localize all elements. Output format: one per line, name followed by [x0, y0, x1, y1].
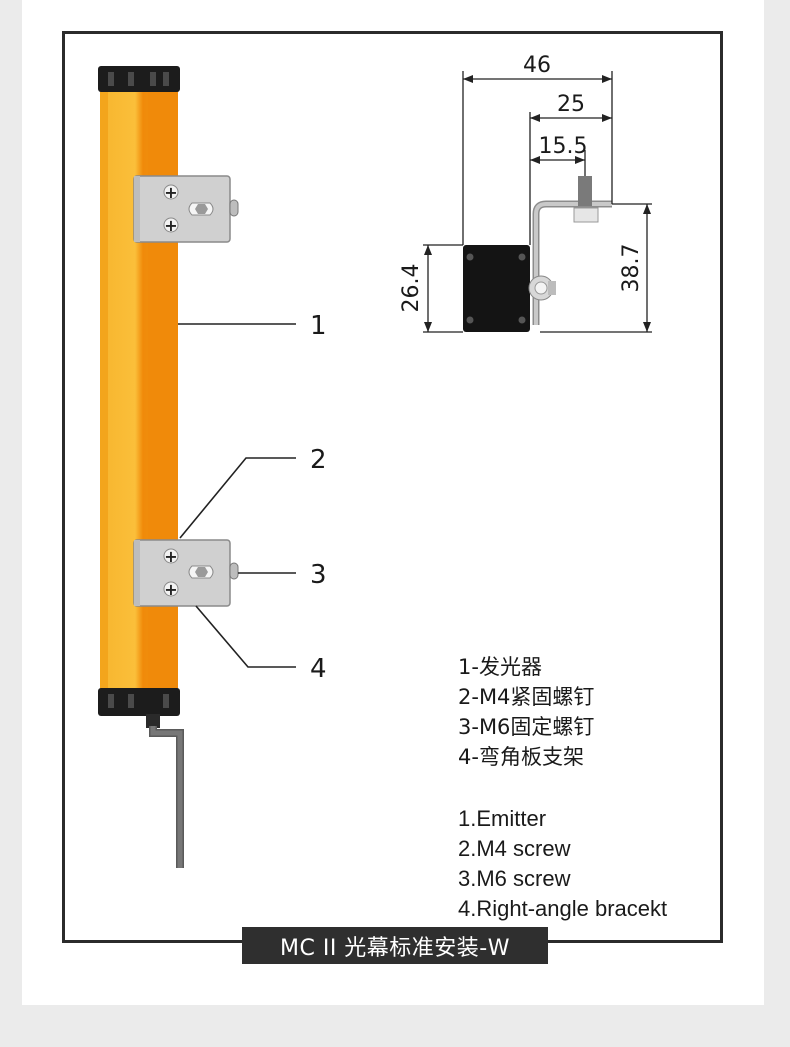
callout-leaders — [178, 323, 296, 668]
section-screw-icon — [466, 253, 474, 261]
callout-2: 2 — [310, 445, 327, 475]
legend-zh-item: 1-发光器 — [458, 655, 542, 679]
arrow — [602, 114, 612, 122]
m6-nut-icon — [195, 204, 208, 214]
m4-screw-icon — [163, 217, 179, 233]
section-screw-icon — [518, 253, 526, 261]
screw-cross: + — [164, 183, 177, 202]
screw-cross: + — [164, 216, 177, 235]
emitter-section — [463, 245, 530, 332]
m4-screw-icon — [163, 548, 179, 564]
dimension-arrows — [424, 75, 651, 332]
legend-en-item: 1.Emitter — [458, 806, 547, 831]
arrow — [424, 245, 432, 255]
bracket-top: + + — [133, 175, 239, 243]
arrow — [602, 75, 612, 83]
m6-side-screw-tip — [548, 281, 556, 295]
cap-slot — [150, 72, 156, 86]
nut-icon — [573, 207, 599, 223]
cap-slot — [163, 694, 169, 708]
cap-slot — [128, 72, 134, 86]
arrow — [643, 322, 651, 332]
legend-zh: 1-发光器 2-M4紧固螺钉 3-M6固定螺钉 4-弯角板支架 — [458, 652, 667, 772]
cap-slot — [108, 72, 114, 86]
dim-label-26-4: 26.4 — [399, 264, 424, 313]
cap-slot — [128, 694, 134, 708]
callout-3: 3 — [310, 560, 327, 590]
leader-2 — [179, 457, 296, 539]
caption-banner: MC II 光幕标准安装-W — [242, 927, 548, 964]
dim-label-25: 25 — [557, 92, 585, 117]
bracket-profile-highlight — [534, 202, 612, 325]
cable-highlight — [150, 726, 183, 868]
arrow — [643, 204, 651, 214]
arrow — [575, 156, 585, 164]
section-screw-icon — [466, 316, 474, 324]
section-screw-icon — [518, 316, 526, 324]
top-view-detail — [463, 176, 612, 332]
legend: 1-发光器 2-M4紧固螺钉 3-M6固定螺钉 4-弯角板支架 1.Emitte… — [458, 652, 667, 924]
emitter-bottom-cap — [98, 688, 180, 716]
m6-screw-icon — [578, 176, 592, 206]
bracket-edge — [134, 176, 140, 242]
legend-zh-item: 2-M4紧固螺钉 — [458, 685, 595, 709]
legend-zh-item: 3-M6固定螺钉 — [458, 715, 595, 739]
cable — [149, 726, 184, 868]
cap-slot — [108, 694, 114, 708]
arrow — [424, 322, 432, 332]
cable-connector — [146, 714, 160, 728]
cap-slot — [163, 72, 169, 86]
screw-cross: + — [164, 580, 177, 599]
m6-side-screw-core — [534, 281, 548, 295]
m6-screw-head-icon — [229, 562, 239, 580]
legend-en-item: 2.M4 screw — [458, 836, 571, 861]
bracket-plate — [133, 175, 231, 243]
callout-4: 4 — [310, 654, 327, 684]
dim-label-15-5: 15.5 — [539, 134, 588, 159]
dim-label-38-7: 38.7 — [619, 244, 644, 293]
callout-1: 1 — [310, 311, 327, 341]
arrow — [530, 114, 540, 122]
bracket-plate — [133, 539, 231, 607]
legend-en: 1.Emitter 2.M4 screw 3.M6 screw 4.Right-… — [458, 804, 667, 924]
legend-en-item: 3.M6 screw — [458, 866, 571, 891]
arrow — [530, 156, 540, 164]
m6-screw-head-icon — [229, 199, 239, 217]
legend-zh-item: 4-弯角板支架 — [458, 745, 584, 769]
bracket-bottom: + + — [133, 539, 239, 607]
bracket-edge — [134, 540, 140, 606]
dim-label-46: 46 — [523, 53, 551, 78]
legend-en-item: 4.Right-angle bracekt — [458, 896, 668, 921]
m6-nut-icon — [195, 567, 208, 577]
arrow — [463, 75, 473, 83]
leader-4 — [195, 605, 296, 668]
m4-screw-icon — [163, 581, 179, 597]
emitter-edge — [100, 88, 108, 694]
screw-cross: + — [164, 547, 177, 566]
m4-screw-icon — [163, 184, 179, 200]
emitter-top-cap — [98, 66, 180, 92]
